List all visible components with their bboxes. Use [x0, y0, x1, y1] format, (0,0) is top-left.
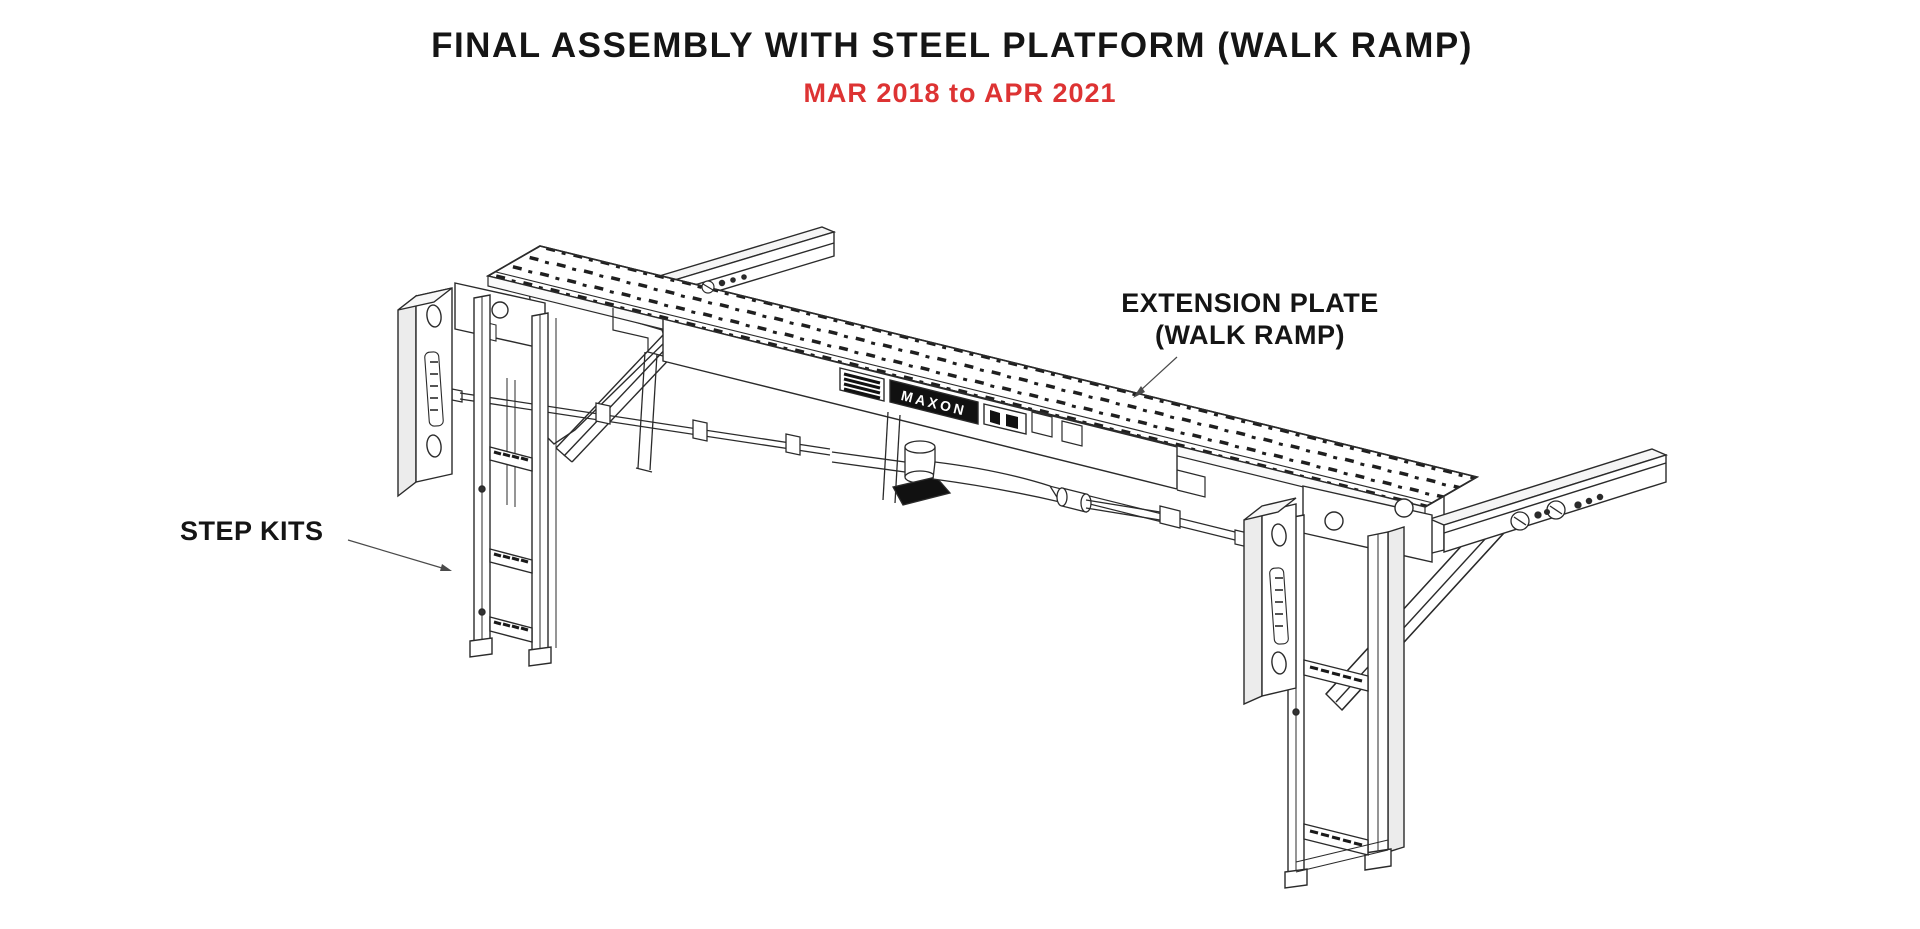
left-diagonal-brace [555, 333, 679, 463]
ladder-treads [1295, 659, 1389, 873]
leader-arrowhead [1133, 386, 1145, 398]
left-gusset-bracket [528, 289, 679, 463]
lift-arm [932, 461, 1062, 503]
pivot-post [904, 440, 936, 484]
roller [1056, 487, 1092, 513]
left-ladder [469, 294, 557, 667]
right-step-kit [1243, 485, 1433, 889]
extension-plate-label-line1: EXTENSION PLATE [1121, 288, 1379, 318]
step-kits-annotation: STEP KITS [180, 516, 452, 571]
left-mount-plate [397, 287, 453, 498]
lift-mechanism [635, 351, 1181, 529]
ladder-treads [489, 446, 533, 643]
control-plate [983, 403, 1027, 435]
lift-mechanism-torsion-bar [451, 388, 831, 456]
left-step-kit [397, 282, 557, 667]
page-subtitle: MAR 2018 to APR 2021 [803, 78, 1116, 108]
wedge-ramp-stop [892, 476, 952, 506]
extension-plate-label-line2: (WALK RAMP) [1155, 320, 1345, 350]
walk-ramp-deck: MAXON [485, 245, 1480, 549]
page-title: FINAL ASSEMBLY WITH STEEL PLATFORM (WALK… [431, 26, 1473, 65]
extension-plate-annotation: EXTENSION PLATE (WALK RAMP) [1121, 288, 1379, 398]
deck-fasteners [701, 274, 747, 294]
right-mount-plate [1243, 497, 1297, 706]
vent-slat-plate [839, 367, 885, 402]
step-kits-label: STEP KITS [180, 516, 324, 546]
header: FINAL ASSEMBLY WITH STEEL PLATFORM (WALK… [431, 26, 1473, 108]
leader-line [347, 539, 443, 569]
platform-body: MAXON [612, 308, 1253, 549]
arm-bolt-holes [1510, 493, 1604, 531]
leader-arrowhead [440, 564, 452, 571]
leader-line [1140, 356, 1178, 391]
